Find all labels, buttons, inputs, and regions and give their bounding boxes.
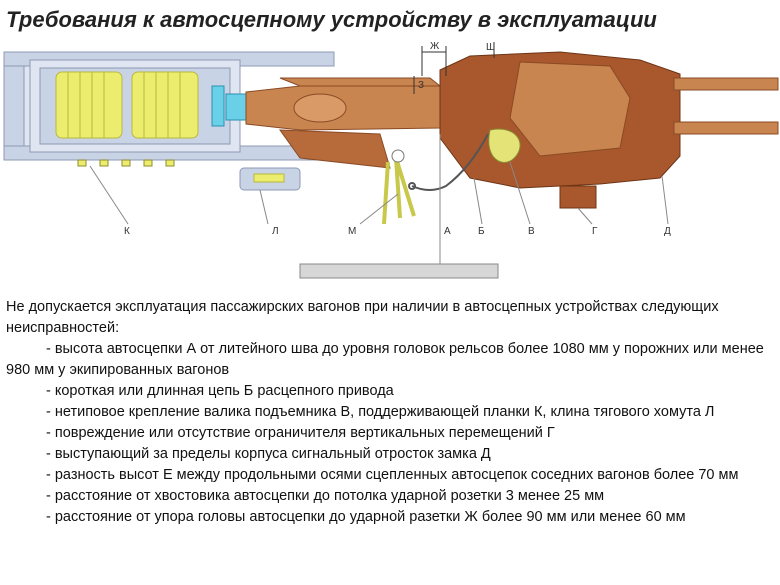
leader-lines bbox=[89, 134, 669, 264]
uncoupling-lever bbox=[382, 149, 416, 225]
requirement-item: - повреждение или отсутствие ограничител… bbox=[46, 425, 555, 441]
requirement-item: - разность высот Е между продольными ося… bbox=[46, 467, 739, 483]
label-g: Г bbox=[592, 226, 598, 237]
requirement-item: - расстояние от хвостовика автосцепки до… bbox=[46, 488, 605, 504]
draft-gear-springs bbox=[55, 71, 199, 139]
support-bracket bbox=[239, 167, 301, 191]
uncoupling-chain bbox=[408, 133, 489, 191]
dimension-marks bbox=[413, 42, 495, 94]
page-title: Требования к автосцепному устройству в э… bbox=[6, 7, 657, 32]
requirement-item: - выступающий за пределы корпуса сигналь… bbox=[46, 446, 491, 462]
rail bbox=[299, 263, 499, 279]
label-a: А bbox=[444, 226, 451, 237]
coupler-diagram: Ж Ш З К Л М А Б В Г Д bbox=[0, 38, 780, 290]
requirement-item: - нетиповое крепление валика подъемника … bbox=[46, 404, 715, 420]
intro-paragraph: Не допускается эксплуатация пассажирских… bbox=[6, 299, 719, 336]
requirement-item: - высота автосцепки А от литейного шва д… bbox=[6, 341, 764, 378]
support-bolts bbox=[77, 159, 175, 167]
requirement-item: - расстояние от упора головы автосцепки … bbox=[46, 509, 686, 525]
front-stop-plate bbox=[211, 85, 247, 127]
label-z: З bbox=[418, 80, 424, 91]
coupler-shank bbox=[245, 77, 442, 169]
label-k: К bbox=[124, 226, 130, 237]
requirements-text: Не допускается эксплуатация пассажирских… bbox=[6, 297, 776, 528]
label-b: Б bbox=[478, 226, 485, 237]
label-sh: Ш bbox=[486, 42, 495, 53]
label-d: Д bbox=[664, 226, 671, 237]
lift-lever-knuckle bbox=[488, 128, 521, 163]
label-l: Л bbox=[272, 226, 279, 237]
requirement-item: - короткая или длинная цепь Б расцепного… bbox=[46, 383, 394, 399]
label-zh: Ж bbox=[430, 41, 440, 52]
label-m: М bbox=[348, 226, 356, 237]
label-v: В bbox=[528, 226, 535, 237]
